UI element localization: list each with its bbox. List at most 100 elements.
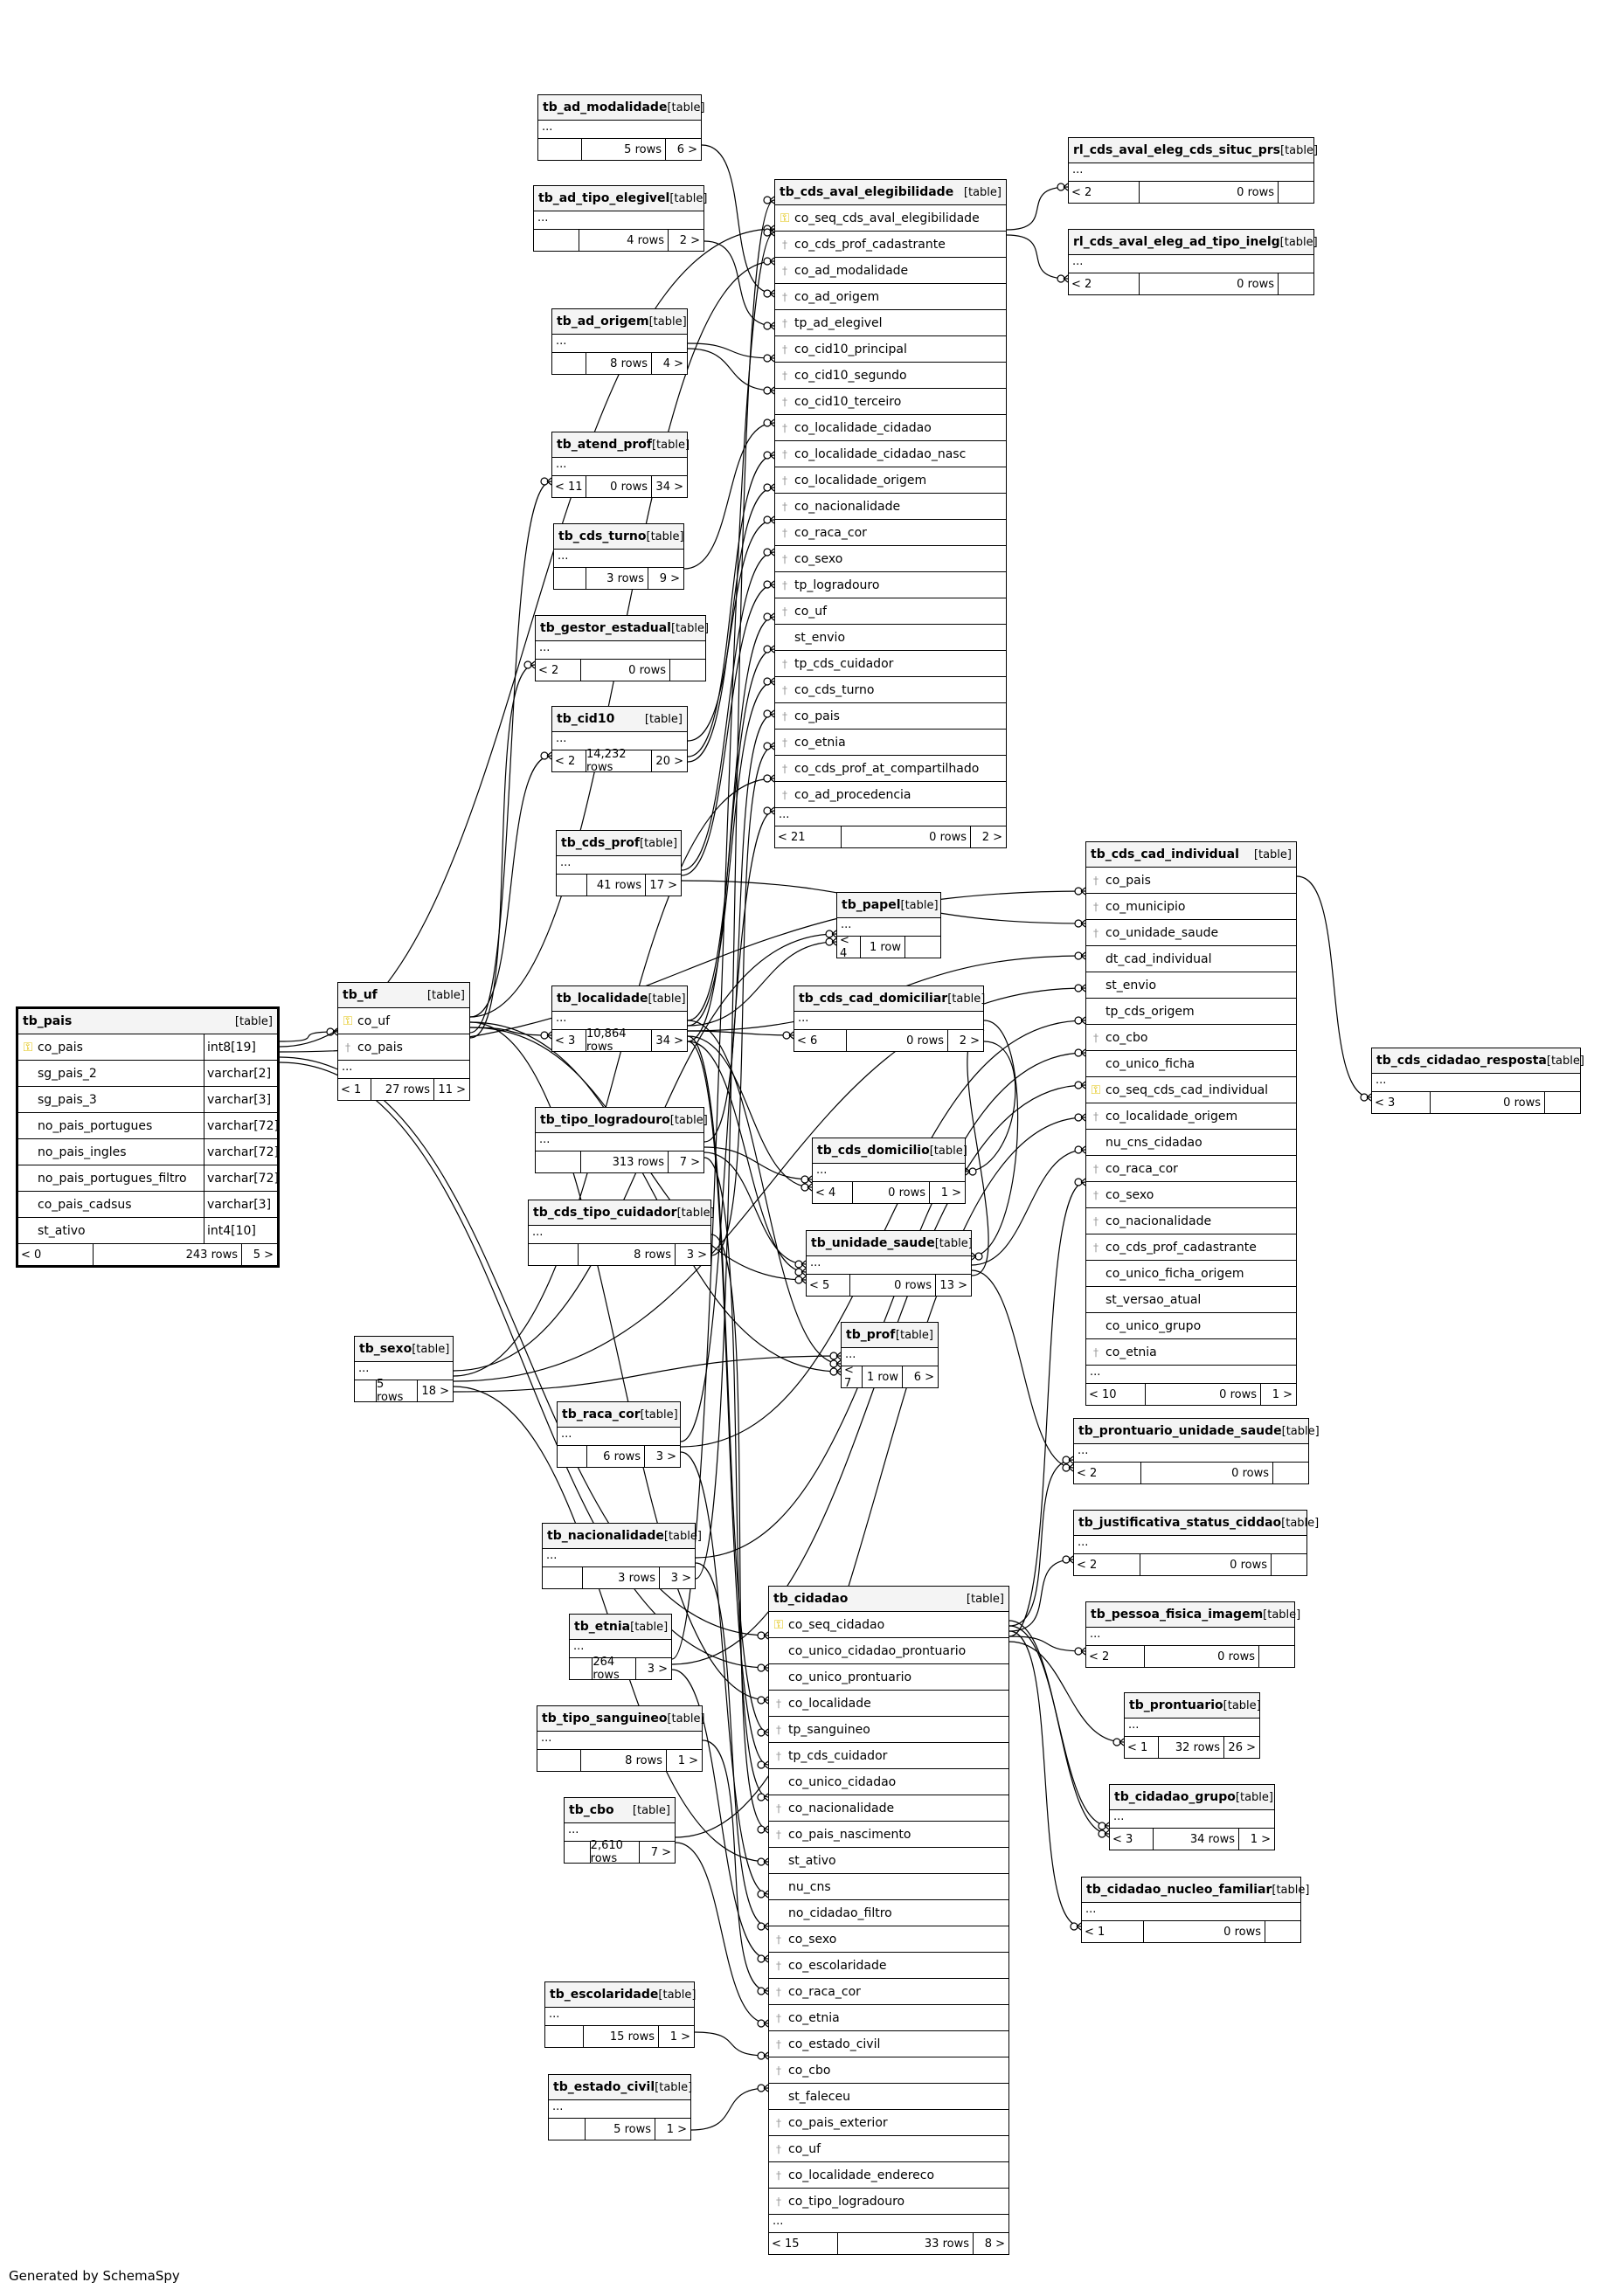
table-name[interactable]: rl_cds_aval_eleg_ad_tipo_inelg (1073, 235, 1280, 249)
table-header[interactable]: tb_uf[table] (338, 983, 469, 1008)
table-name[interactable]: tb_pais (23, 1014, 73, 1028)
column-row[interactable]: †co_estado_civil (769, 2031, 1008, 2057)
table-header[interactable]: tb_cid10[table] (552, 707, 687, 732)
child-count[interactable]: 2 > (981, 830, 1002, 844)
column-name[interactable]: co_uf (788, 2141, 821, 2156)
column-name[interactable]: co_sexo (1105, 1187, 1154, 1202)
table-header[interactable]: tb_cidadao_nucleo_familiar[table] (1082, 1878, 1309, 1903)
column-row[interactable]: †co_ad_modalidade (775, 258, 1006, 284)
table-header[interactable]: tb_gestor_estadual[table] (536, 616, 709, 641)
column-name[interactable]: co_localidade_cidadao_nasc (794, 446, 967, 461)
column-name[interactable]: st_ativo (788, 1853, 836, 1868)
column-name[interactable]: co_etnia (794, 735, 846, 750)
table-header[interactable]: tb_unidade_saude[table] (807, 1231, 973, 1256)
table-header[interactable]: tb_cidadao_grupo[table] (1110, 1785, 1274, 1810)
parent-count[interactable] (557, 875, 587, 896)
column-row[interactable]: †co_pais (775, 703, 1006, 730)
column-row[interactable]: †co_unidade_saude (1086, 920, 1296, 946)
parent-count[interactable]: < 1 (338, 1079, 371, 1100)
column-name[interactable]: co_municipio (1105, 899, 1186, 914)
table-name[interactable]: tb_sexo (359, 1342, 412, 1356)
parent-count[interactable] (534, 230, 580, 251)
table-name[interactable]: tb_prof (846, 1328, 896, 1342)
parent-count[interactable]: < 3 (1372, 1092, 1431, 1113)
column-row[interactable]: †co_nacionalidade (769, 1795, 1008, 1822)
table-tb-cds-aval-elegibilidade[interactable]: tb_cds_aval_elegibilidade[table]⚿co_seq_… (774, 179, 1007, 848)
column-row[interactable]: no_cidadao_filtro (769, 1900, 1008, 1926)
column-name[interactable]: sg_pais_2 (38, 1066, 97, 1081)
column-row[interactable]: co_unico_cidadao_prontuario (769, 1638, 1008, 1664)
table-header[interactable]: tb_cbo[table] (565, 1798, 675, 1823)
table-header[interactable]: tb_atend_prof[table] (552, 432, 690, 458)
child-count[interactable]: 2 > (959, 1034, 980, 1048)
child-count[interactable]: 9 > (659, 571, 680, 585)
column-row[interactable]: co_unico_cidadao (769, 1769, 1008, 1795)
parent-count[interactable]: < 3 (552, 1030, 586, 1051)
column-name[interactable]: co_cbo (788, 2063, 831, 2078)
column-name[interactable]: tp_sanguineo (788, 1722, 870, 1737)
column-row[interactable]: †co_cid10_principal (775, 336, 1006, 363)
column-name[interactable]: no_pais_ingles (38, 1145, 127, 1159)
column-row[interactable]: st_versao_atual (1086, 1287, 1296, 1313)
column-name[interactable]: co_uf (357, 1013, 391, 1028)
table-name[interactable]: tb_cds_tipo_cuidador (533, 1206, 677, 1220)
child-count[interactable]: 2 > (679, 233, 700, 247)
column-row[interactable]: †co_localidade_cidadao (775, 415, 1006, 441)
child-count[interactable]: 34 > (655, 480, 683, 494)
table-name[interactable]: tb_raca_cor (562, 1407, 641, 1421)
parent-count[interactable]: < 2 (1074, 1463, 1141, 1483)
table-header[interactable]: tb_cidadao[table] (769, 1587, 1008, 1612)
parent-count[interactable] (538, 139, 582, 160)
column-name[interactable]: nu_cns_cidadao (1105, 1135, 1202, 1150)
column-row[interactable]: †co_uf (775, 598, 1006, 625)
column-name[interactable]: st_versao_atual (1105, 1292, 1202, 1307)
table-header[interactable]: tb_cds_tipo_cuidador[table] (529, 1200, 715, 1226)
child-count[interactable]: 1 > (1272, 1387, 1293, 1401)
child-count[interactable] (905, 937, 940, 958)
column-row[interactable]: †co_pais (338, 1034, 469, 1061)
column-row[interactable]: †co_pais_exterior (769, 2110, 1008, 2136)
column-row[interactable]: †co_municipio (1086, 894, 1296, 920)
column-row[interactable]: †tp_ad_elegivel (775, 310, 1006, 336)
parent-count[interactable]: < 2 (1086, 1646, 1145, 1667)
column-name[interactable]: co_unico_ficha (1105, 1056, 1196, 1071)
column-name[interactable]: co_seq_cds_cad_individual (1105, 1082, 1269, 1097)
column-name[interactable]: co_ad_procedencia (794, 787, 911, 802)
table-header[interactable]: tb_prontuario_unidade_saude[table] (1074, 1419, 1320, 1444)
column-row[interactable]: dt_cad_individual (1086, 946, 1296, 972)
column-name[interactable]: co_unico_ficha_origem (1105, 1266, 1244, 1281)
child-count[interactable]: 26 > (1228, 1740, 1256, 1754)
parent-count[interactable] (558, 1446, 588, 1467)
table-name[interactable]: tb_prontuario (1129, 1698, 1223, 1712)
column-name[interactable]: co_uf (794, 604, 828, 619)
column-name[interactable]: co_localidade_origem (1105, 1109, 1238, 1124)
child-count[interactable]: 18 > (421, 1384, 449, 1398)
column-name[interactable]: co_etnia (788, 2010, 840, 2025)
column-row[interactable]: †co_etnia (1086, 1339, 1296, 1366)
parent-count[interactable]: < 4 (837, 934, 861, 960)
table-name[interactable]: tb_cidadao (773, 1592, 849, 1606)
child-count[interactable]: 1 > (677, 1753, 698, 1767)
column-name[interactable]: nu_cns (788, 1879, 831, 1894)
column-row[interactable]: †tp_cds_cuidador (769, 1743, 1008, 1769)
table-header[interactable]: tb_prof[table] (842, 1323, 938, 1348)
child-count[interactable] (1265, 1921, 1300, 1942)
parent-count[interactable]: < 11 (552, 476, 586, 497)
parent-count[interactable]: < 6 (794, 1030, 847, 1051)
table-name[interactable]: tb_ad_tipo_elegivel (538, 191, 670, 205)
column-name[interactable]: co_nacionalidade (788, 1801, 895, 1815)
column-name[interactable]: co_pais_cadsus (38, 1197, 132, 1212)
column-row[interactable]: †tp_cds_cuidador (775, 651, 1006, 677)
column-row[interactable]: co_unico_ficha (1086, 1051, 1296, 1077)
parent-count[interactable] (536, 1151, 581, 1172)
